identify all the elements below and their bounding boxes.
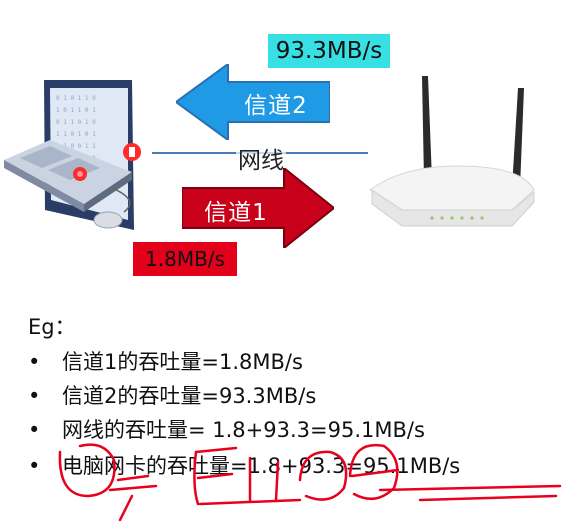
cable-label: 网线 [236,141,286,175]
channel2-rate-label: 93.3MB/s [268,34,390,68]
channel2-arrow: 信道2 [174,62,331,142]
list-item: • 信道1的吞吐量=1.8MB/s [28,346,303,376]
list-item-text: 信道1的吞吐量=1.8MB/s [62,350,303,374]
channel1-label: 信道1 [204,200,268,226]
list-item-text: 网线的吞吐量= 1.8+93.3=95.1MB/s [62,418,425,442]
list-item: • 信道2的吞吐量=93.3MB/s [28,380,316,410]
svg-text:0 1 0 0 1 1: 0 1 0 0 1 1 [56,143,96,150]
svg-text:0 1 1 0 1 0: 0 1 1 0 1 0 [56,119,96,126]
svg-text:0 1 0 1 1 0: 0 1 0 1 1 0 [56,95,96,102]
bullet: • [28,418,41,442]
list-item: • 电脑网卡的吞吐量=1.8+93.3=95.1MB/s [28,450,460,480]
channel1-arrow: 信道1 [181,165,336,251]
bullet: • [28,454,41,478]
list-item-text: 信道2的吞吐量=93.3MB/s [62,384,317,408]
laptop-icon: 0 1 0 1 1 0 1 0 1 1 0 1 0 1 1 0 1 0 1 1 0 … [4,80,141,230]
example-heading: Eg： [28,315,76,339]
bullet: • [28,350,41,374]
bullet: • [28,384,41,408]
svg-text:1 1 0 1 0 1: 1 1 0 1 0 1 [56,131,96,138]
list-item-text: 电脑网卡的吞吐量=1.8+93.3=95.1MB/s [62,454,461,478]
channel1-rate-label: 1.8MB/s [133,242,237,276]
list-item: • 网线的吞吐量= 1.8+93.3=95.1MB/s [28,414,425,444]
router-icon [369,76,535,227]
svg-text:1 0 1 1 0 1: 1 0 1 1 0 1 [56,107,96,114]
channel2-label: 信道2 [244,93,308,119]
